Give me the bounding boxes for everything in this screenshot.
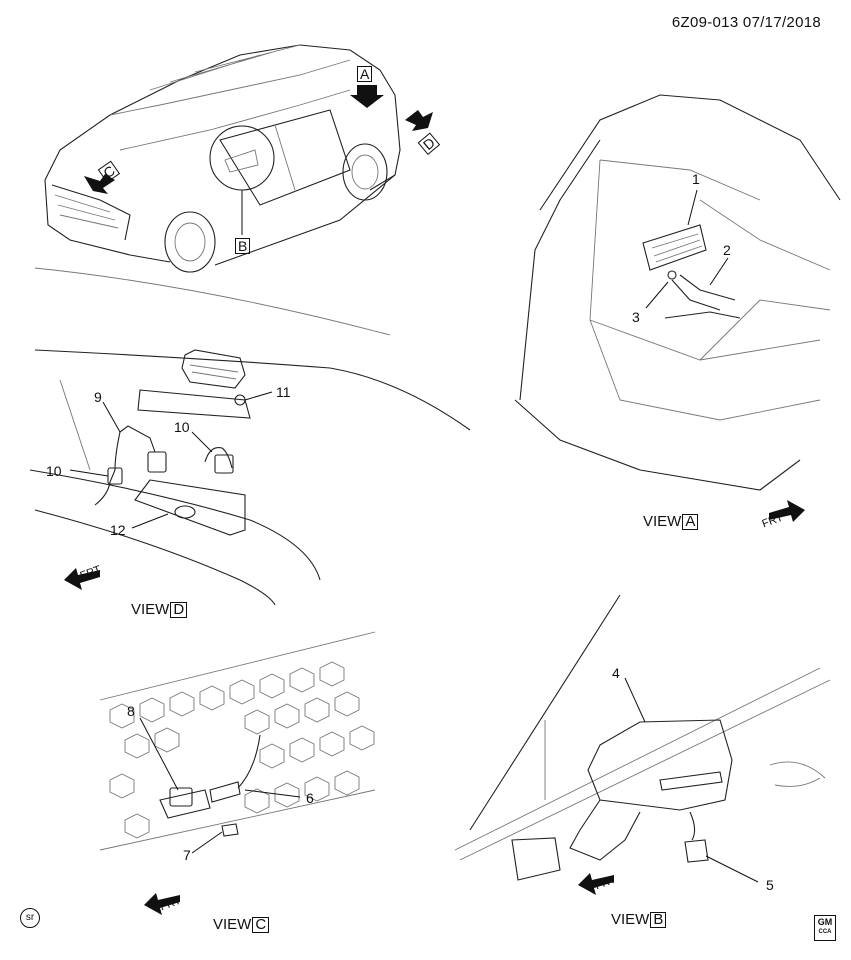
- document-id: 6Z09-013 07/17/2018: [671, 14, 821, 31]
- callout-5: 5: [766, 877, 774, 893]
- callout-2: 2: [723, 242, 731, 258]
- callout-9: 9: [94, 389, 102, 405]
- callout-7: 7: [183, 847, 191, 863]
- view-b-art: [454, 594, 831, 895]
- callout-6: 6: [306, 790, 314, 806]
- gm-logo-text: GM: [817, 917, 833, 927]
- gm-logo: GM CCA: [814, 915, 836, 941]
- view-c-art: [99, 631, 376, 915]
- sr-mark: sr: [20, 908, 40, 928]
- callout-8: 8: [127, 703, 135, 719]
- view-letter-b-marker: B: [234, 238, 251, 254]
- callout-1: 1: [692, 171, 700, 187]
- callout-10-upper: 10: [174, 419, 190, 435]
- callout-11: 11: [276, 384, 291, 400]
- view-letter-a-marker: A: [356, 66, 373, 82]
- view-d-art: [29, 267, 471, 606]
- view-a-art: [514, 94, 841, 491]
- callout-12: 12: [110, 522, 126, 538]
- callout-3: 3: [632, 309, 640, 325]
- callout-10-lower: 10: [46, 463, 62, 479]
- vehicle-overview: [44, 44, 433, 273]
- gm-logo-subtext: CCA: [818, 929, 832, 935]
- callout-4: 4: [612, 665, 620, 681]
